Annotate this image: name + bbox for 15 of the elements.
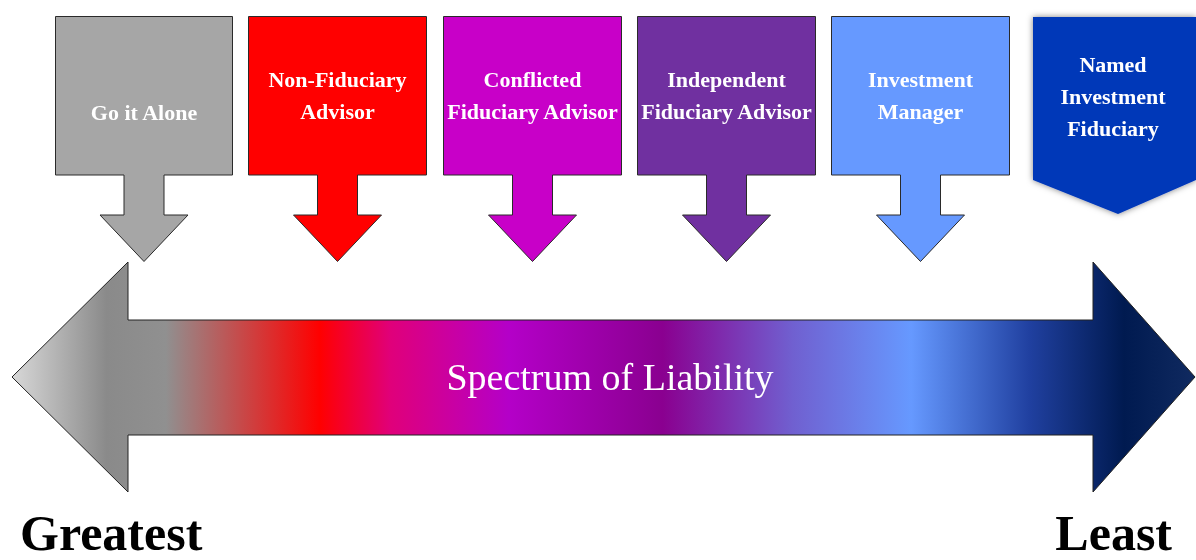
callout-arrow-box [248,16,427,262]
callout-label: Investment Manager [866,65,975,126]
callout-arrow-box [637,16,816,262]
scale-end-label: Least [1055,508,1172,558]
scale-end-label: Greatest [20,508,203,558]
callout-label: Named Investment Fiduciary [1059,51,1167,143]
callout-label: Go it Alone [90,99,198,127]
callout-arrow-box [443,16,622,262]
callout-label: Independent Fiduciary Advisor [641,65,812,126]
callout-label: Conflicted Fiduciary Advisor [447,65,618,126]
callout-arrow-box [55,16,233,262]
callout-arrow-box [831,16,1010,262]
pentagon-callout [1030,14,1196,216]
arrow-label: Spectrum of Liability [446,354,774,400]
callout-label: Non-Fiduciary Advisor [267,65,408,126]
